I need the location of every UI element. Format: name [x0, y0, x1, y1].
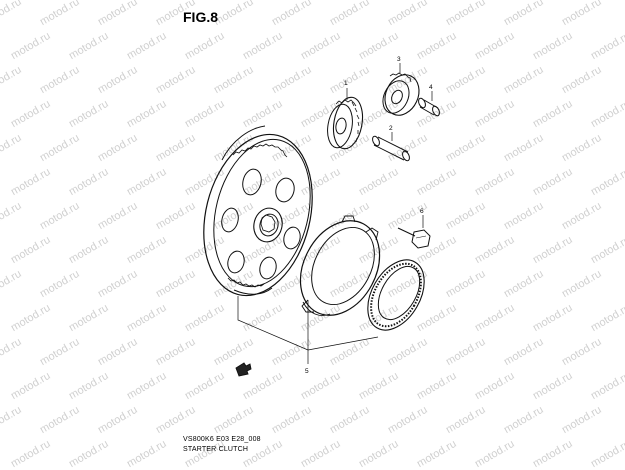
- idle-gear-no2-drawing: [382, 72, 420, 116]
- clutch-housing-drawing: [299, 215, 381, 316]
- figure-caption: STARTER CLUTCH: [183, 446, 249, 453]
- idle-gear-no1-drawing: [327, 96, 364, 150]
- callout-1: 1: [344, 80, 348, 87]
- callout-6: 6: [420, 208, 424, 215]
- callout-3: 3: [397, 56, 401, 63]
- one-way-clutch-drawing: [367, 259, 425, 331]
- leader-lines: [237, 63, 433, 364]
- idle-gear-pin-drawing: [418, 97, 440, 117]
- callout-5: 5: [305, 368, 309, 375]
- figure-code: VS800K6 E03 E28_008: [183, 436, 261, 443]
- callout-2: 2: [389, 125, 393, 132]
- front-arrow-icon: [235, 362, 252, 377]
- figure-title: FIG.8: [183, 9, 219, 25]
- bolt-drawing: [397, 227, 431, 249]
- idle-gear-shaft-drawing: [372, 135, 410, 162]
- starter-driven-gear-drawing: [203, 125, 313, 297]
- callout-4: 4: [429, 84, 433, 91]
